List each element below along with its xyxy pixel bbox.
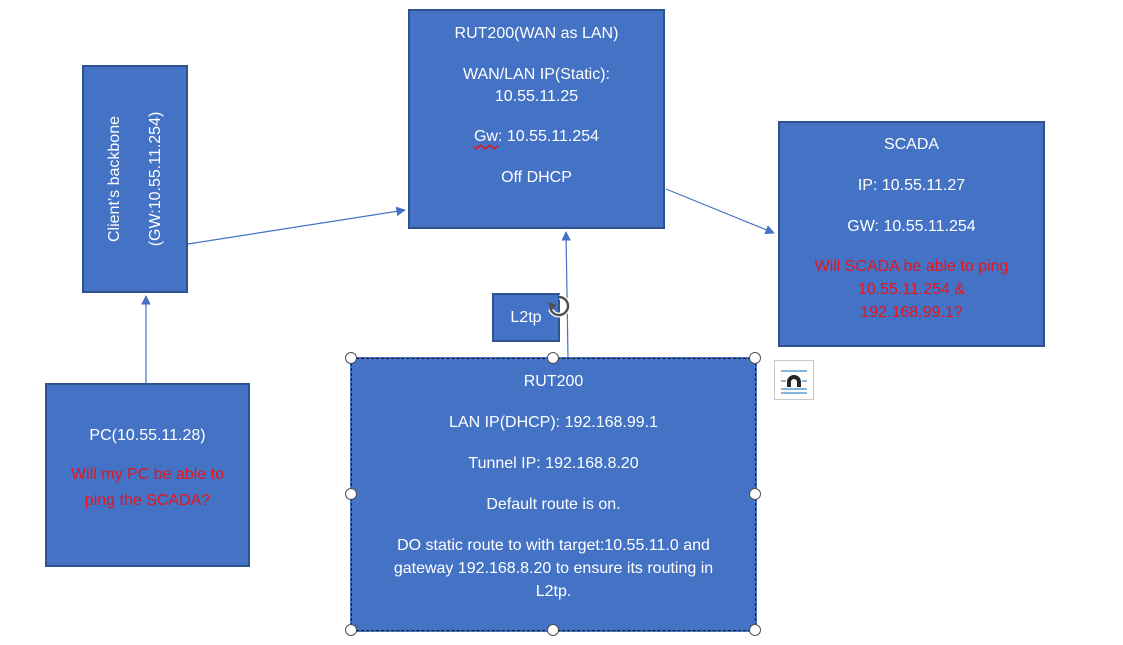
- layout-options-icon[interactable]: [774, 360, 814, 400]
- rut200-static-line3: L2tp.: [535, 583, 572, 600]
- rut200-box[interactable]: RUT200 LAN IP(DHCP): 192.168.99.1 Tunnel…: [350, 357, 757, 632]
- pc-question-line1: Will my PC be able to: [71, 466, 224, 483]
- scada-ip: IP: 10.55.11.27: [857, 177, 966, 194]
- scada-gw: GW: 10.55.11.254: [847, 218, 976, 235]
- client-backbone-box[interactable]: Client’s backbone (GW:10.55.11.254): [82, 65, 188, 293]
- rut200-static-route: DO static route to with target:10.55.11.…: [352, 534, 755, 603]
- pc-question: Will my PC be able to ping the SCADA?: [47, 462, 248, 514]
- arrow-backbone-to-rut-wan: [187, 206, 406, 245]
- scada-title: SCADA: [883, 136, 940, 153]
- rut-wan-gw-label: Gw: [473, 128, 498, 145]
- pc-question-line2: ping the SCADA?: [84, 492, 211, 509]
- client-backbone-line1: Client’s backbone: [106, 116, 123, 243]
- scada-question-line3: 192.168.99.1?: [860, 304, 963, 321]
- scada-question-line2: 10.55.11.254 &: [857, 281, 966, 298]
- resize-handle-middle-right[interactable]: [749, 488, 761, 500]
- rut-wan-gw-value: : 10.55.11.254: [497, 128, 600, 145]
- rut-wan-gateway: Gw: 10.55.11.254: [410, 126, 663, 148]
- resize-handle-middle-left[interactable]: [345, 488, 357, 500]
- scada-box[interactable]: SCADA IP: 10.55.11.27 GW: 10.55.11.254 W…: [778, 121, 1045, 347]
- l2tp-label: L2tp: [510, 309, 542, 326]
- rut-wan-ip: WAN/LAN IP(Static): 10.55.11.25: [410, 64, 663, 108]
- rotate-handle-icon[interactable]: [539, 292, 579, 324]
- client-backbone-line2: (GW:10.55.11.254): [147, 111, 164, 247]
- client-backbone-label: Client’s backbone (GW:10.55.11.254): [94, 79, 176, 279]
- resize-handle-top-left[interactable]: [345, 352, 357, 364]
- rut-wan-dhcp: Off DHCP: [501, 169, 572, 186]
- pc-box[interactable]: PC(10.55.11.28) Will my PC be able to pi…: [45, 383, 250, 567]
- resize-handle-bottom-right[interactable]: [749, 624, 761, 636]
- scada-question: Will SCADA be able to ping 10.55.11.254 …: [780, 255, 1043, 324]
- rut-wan-ip-label: WAN/LAN IP(Static):: [463, 66, 610, 83]
- pc-title: PC(10.55.11.28): [89, 427, 206, 444]
- rut-wan-ip-value: 10.55.11.25: [494, 88, 579, 105]
- rut-wan-title: RUT200(WAN as LAN): [454, 25, 619, 42]
- resize-handle-bottom-left[interactable]: [345, 624, 357, 636]
- l2tp-label-box[interactable]: L2tp: [492, 293, 560, 342]
- arrow-rut-wan-to-scada: [665, 188, 775, 235]
- rut200-static-line1: DO static route to with target:10.55.11.…: [397, 537, 710, 554]
- rut200-lan-ip: LAN IP(DHCP): 192.168.99.1: [449, 414, 658, 431]
- resize-handle-top-right[interactable]: [749, 352, 761, 364]
- resize-handle-bottom-middle[interactable]: [547, 624, 559, 636]
- resize-handle-top-middle[interactable]: [547, 352, 559, 364]
- rut200-title: RUT200: [523, 373, 584, 390]
- rut200-static-line2: gateway 192.168.8.20 to ensure its routi…: [393, 560, 714, 577]
- rut200-wan-as-lan-box[interactable]: RUT200(WAN as LAN) WAN/LAN IP(Static): 1…: [408, 9, 665, 229]
- rut200-default-route: Default route is on.: [486, 496, 621, 513]
- scada-question-line1: Will SCADA be able to ping: [814, 258, 1009, 275]
- rut200-tunnel-ip: Tunnel IP: 192.168.8.20: [468, 455, 639, 472]
